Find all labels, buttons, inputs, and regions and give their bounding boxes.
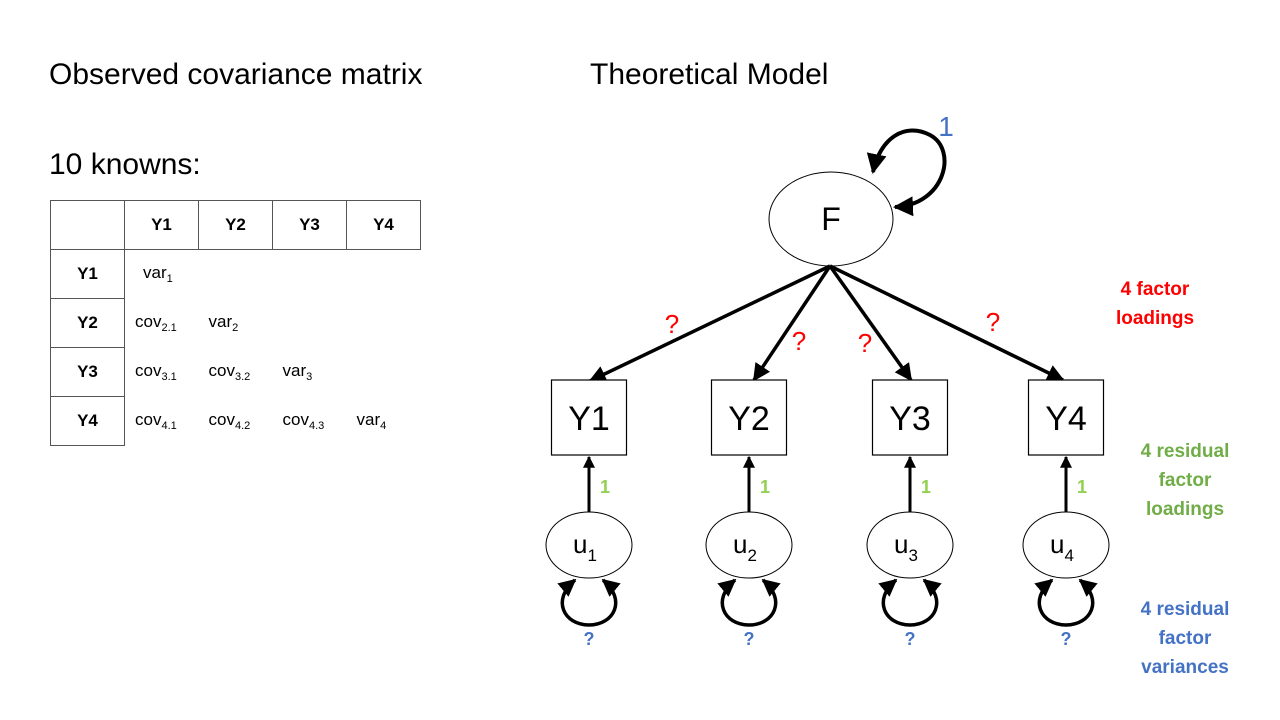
table-row: Y2 cov2.1 var2 [50, 298, 421, 348]
residual-node [1022, 511, 1110, 579]
theoretical-model-title: Theoretical Model [590, 58, 829, 91]
covariance-cell: cov4.3 [282, 410, 325, 432]
observed-variable-box [710, 379, 788, 456]
residual-node [545, 511, 633, 579]
residual-variance-arrow [1034, 578, 1098, 627]
residual-variance-arrow [557, 578, 621, 627]
table-row: Y3 cov3.1 cov3.2 var3 [50, 347, 421, 397]
factor-loading-arrow [588, 264, 831, 383]
covariance-cell: cov2.1 [135, 312, 177, 334]
observed-variable-box [871, 379, 949, 456]
observed-variable-box [550, 379, 628, 456]
factor-loading-label: ? [665, 309, 679, 339]
residual-loadings-annotation: 4 residual factor loadings [1140, 441, 1230, 520]
observed-variable-label: Y3 [889, 400, 931, 438]
residual-loading-label: 1 [1077, 477, 1087, 497]
observed-variable-label: Y4 [1045, 400, 1087, 438]
column-header: Y3 [272, 200, 347, 250]
factor-loading-label: ? [986, 307, 1000, 337]
factor-loadings-annotation: 4 factor loadings [1115, 279, 1195, 329]
residual-variance-label: ? [584, 629, 595, 649]
residual-label: u4 [1050, 529, 1074, 565]
factor-loading-arrow [828, 264, 913, 382]
table-row: Y1 var1 [50, 249, 421, 299]
covariance-cell: cov3.2 [208, 361, 251, 383]
row-header: Y2 [50, 298, 125, 348]
variance-cell: var1 [143, 263, 173, 286]
residual-loading-label: 1 [921, 477, 931, 497]
factor-label: F [821, 201, 841, 237]
residual-variance-label: ? [744, 629, 755, 649]
table-corner-cell [50, 200, 125, 250]
row-header: Y4 [50, 396, 125, 446]
residual-variance-arrow [717, 578, 781, 627]
covariance-cell: cov3.1 [135, 361, 177, 383]
observed-variable-box [1027, 379, 1105, 456]
observed-variable-label: Y2 [728, 400, 770, 438]
residual-loading-label: 1 [600, 477, 610, 497]
residual-label: u3 [894, 529, 918, 565]
variance-cell: var3 [282, 361, 313, 383]
residual-variance-label: ? [1061, 629, 1072, 649]
row-header: Y1 [50, 249, 125, 299]
variance-cell: var2 [208, 312, 239, 334]
factor-loading-label: ? [792, 326, 806, 356]
covariance-cell: cov4.2 [208, 410, 251, 432]
residual-loading-label: 1 [760, 477, 770, 497]
covariance-matrix-title: Observed covariance matrix [49, 58, 423, 91]
column-header: Y4 [346, 200, 421, 250]
variance-cell: var4 [356, 410, 387, 432]
residual-variances-annotation: 4 residual factor variances [1140, 599, 1230, 678]
factor-variance-arrow [866, 128, 947, 217]
residual-node [705, 511, 793, 579]
table-row: Y4 cov4.1 cov4.2 cov4.3 var4 [50, 396, 421, 446]
residual-label: u1 [573, 529, 597, 565]
residual-label: u2 [733, 529, 757, 565]
table-header-row: Y1 Y2 Y3 Y4 [50, 200, 421, 250]
residual-node [866, 511, 954, 579]
factor-variance-label: 1 [938, 111, 954, 142]
factor-loading-label: ? [858, 328, 872, 358]
row-header: Y3 [50, 347, 125, 397]
residual-variance-arrow [878, 578, 942, 627]
covariance-table: Y1 Y2 Y3 Y4 Y1 var1 Y2 cov2.1 var2 Y3 cov3.1… [50, 200, 421, 446]
knowns-count-label: 10 knowns: [49, 148, 201, 181]
observed-variable-label: Y1 [568, 400, 610, 438]
column-header: Y2 [198, 200, 273, 250]
residual-variance-label: ? [905, 629, 916, 649]
covariance-cell: cov4.1 [135, 410, 177, 432]
factor-loading-arrow [752, 265, 832, 382]
factor-loading-arrow [829, 264, 1065, 382]
